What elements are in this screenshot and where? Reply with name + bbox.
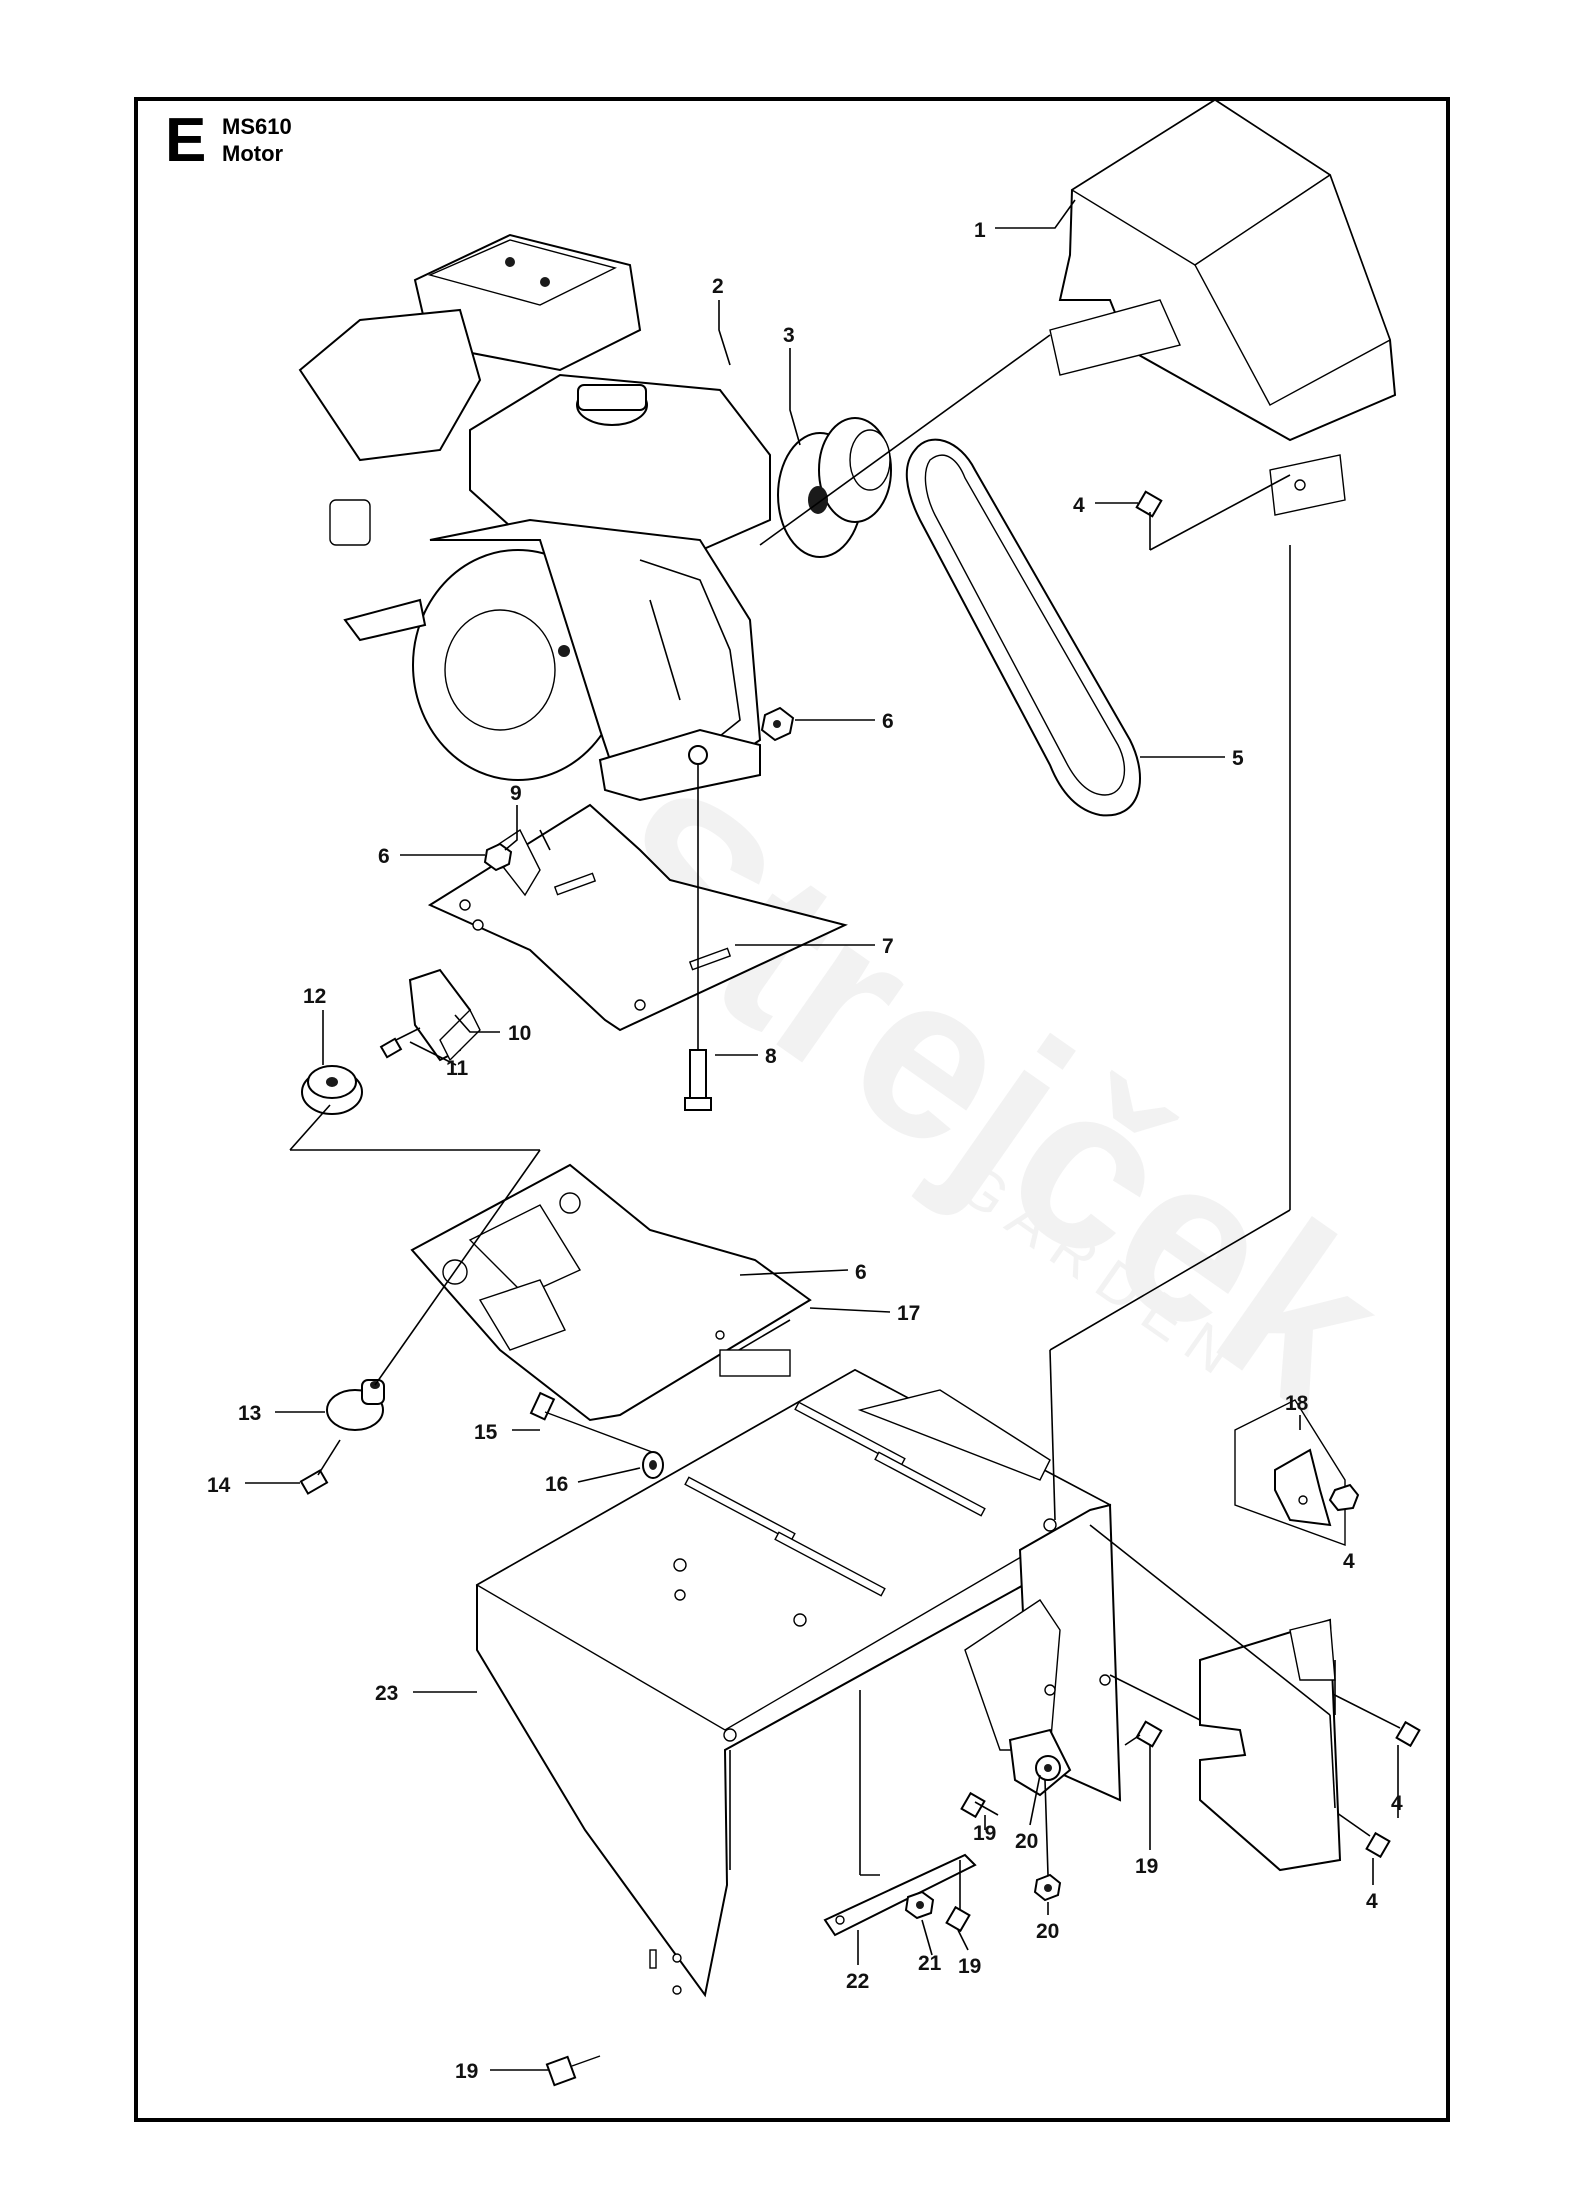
callout-12: 12 bbox=[303, 985, 326, 1008]
screw-14 bbox=[299, 1439, 341, 1495]
callout-17: 17 bbox=[897, 1302, 920, 1325]
callout-11: 11 bbox=[446, 1057, 469, 1080]
heat-shield bbox=[1199, 1618, 1342, 1872]
bolt-19c bbox=[945, 1860, 971, 1933]
callout-5: 5 bbox=[1232, 747, 1244, 770]
callout-4d: 4 bbox=[1366, 1890, 1378, 1913]
bolt-19d bbox=[545, 2055, 601, 2087]
callout-19a: 19 bbox=[973, 1822, 996, 1845]
callout-19d: 19 bbox=[455, 2060, 478, 2083]
nut-20b bbox=[1033, 1873, 1062, 1902]
callout-3: 3 bbox=[783, 324, 795, 347]
bracket-18 bbox=[1234, 1399, 1360, 1546]
bolt-15 bbox=[529, 1391, 661, 1456]
callout-10: 10 bbox=[508, 1022, 531, 1045]
assembly-lines bbox=[289, 474, 1336, 1876]
callout-18: 18 bbox=[1285, 1392, 1309, 1415]
callout-6a: 6 bbox=[882, 710, 894, 733]
rubber-mount-12 bbox=[301, 1065, 363, 1115]
v-belt bbox=[905, 438, 1141, 817]
bolt-4a bbox=[1135, 490, 1163, 535]
callout-19b: 19 bbox=[1135, 1855, 1158, 1878]
bracket-10 bbox=[408, 968, 481, 1062]
nut-6b bbox=[483, 842, 513, 872]
callout-1: 1 bbox=[974, 219, 986, 242]
callout-4c: 4 bbox=[1391, 1792, 1403, 1815]
callout-13: 13 bbox=[238, 1402, 261, 1425]
base-plate-17 bbox=[410, 1163, 812, 1422]
bolt-8 bbox=[684, 745, 712, 1111]
callout-6b: 6 bbox=[378, 845, 390, 868]
section-letter: E bbox=[165, 106, 207, 175]
engine bbox=[298, 233, 771, 802]
callout-14: 14 bbox=[207, 1474, 231, 1497]
bracket-20 bbox=[1008, 1728, 1072, 1797]
callout-19c: 19 bbox=[958, 1955, 981, 1978]
callout-9: 9 bbox=[510, 782, 522, 805]
callout-21: 21 bbox=[918, 1952, 942, 1975]
screw-11 bbox=[379, 1027, 421, 1059]
leader-lines bbox=[245, 199, 1399, 2071]
callout-20a: 20 bbox=[1015, 1830, 1038, 1853]
callout-8: 8 bbox=[765, 1045, 777, 1068]
callout-6c: 6 bbox=[855, 1261, 867, 1284]
callout-2: 2 bbox=[712, 275, 724, 298]
model-name: MS610 bbox=[222, 114, 292, 139]
callout-15: 15 bbox=[474, 1421, 498, 1444]
callout-22: 22 bbox=[846, 1970, 869, 1993]
bracket-22 bbox=[823, 1853, 977, 1937]
callout-4b: 4 bbox=[1343, 1550, 1355, 1573]
rubber-mount-13 bbox=[326, 1379, 385, 1431]
drawing-frame bbox=[134, 97, 1450, 2122]
callout-23: 23 bbox=[375, 1682, 398, 1705]
belt-guard-cover bbox=[1049, 98, 1397, 516]
bolt-19a bbox=[960, 1791, 999, 1819]
washer-16 bbox=[642, 1451, 664, 1479]
diagram-title: Motor bbox=[222, 141, 284, 166]
callout-4a: 4 bbox=[1073, 494, 1085, 517]
callout-7: 7 bbox=[882, 935, 894, 958]
nut-21 bbox=[904, 1890, 935, 1920]
main-frame-23 bbox=[475, 1368, 1122, 1998]
pulley bbox=[759, 334, 1051, 558]
callouts: 1 2 3 4 5 6 9 6 7 12 10 11 8 6 17 18 13 … bbox=[207, 219, 1403, 2083]
bolt-19b bbox=[1124, 1720, 1163, 1748]
callout-20b: 20 bbox=[1036, 1920, 1059, 1943]
callout-16: 16 bbox=[545, 1473, 568, 1496]
nut-6a bbox=[760, 706, 795, 742]
